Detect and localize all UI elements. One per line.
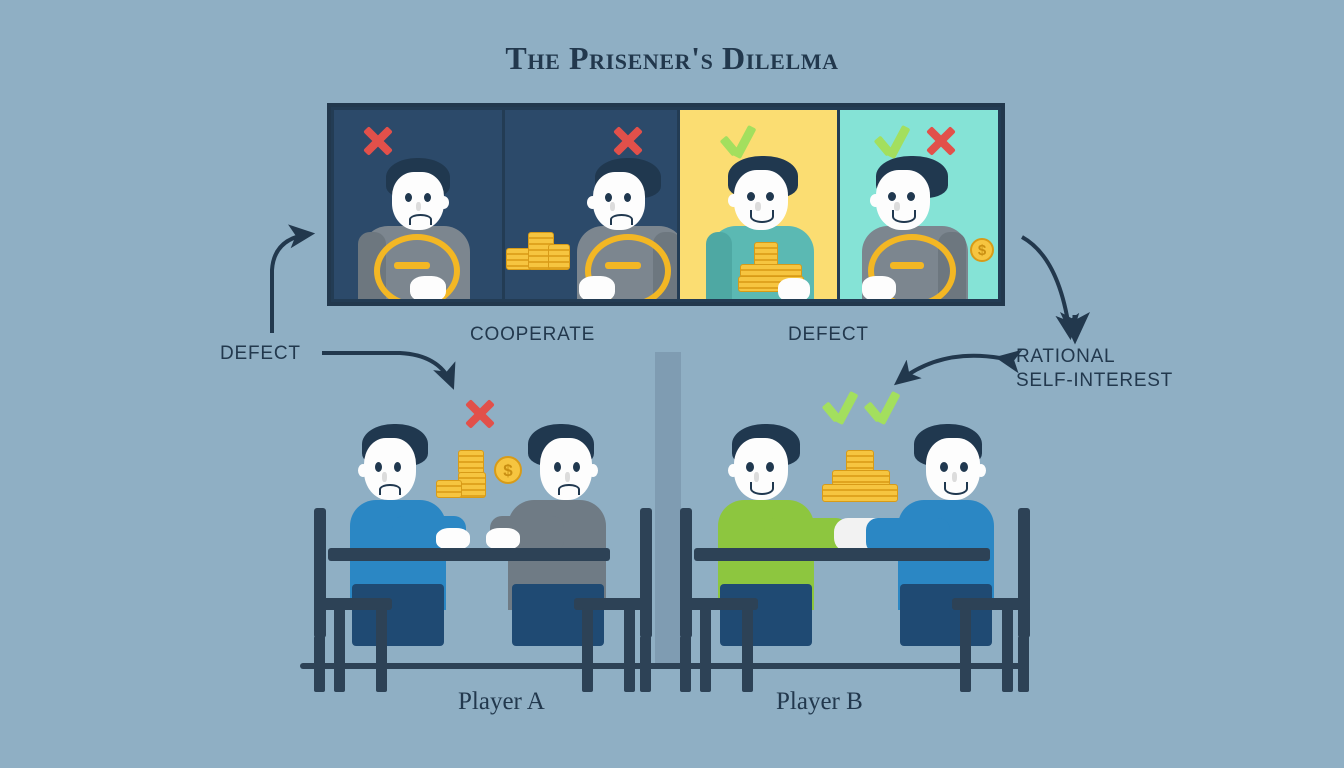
sad-prisoner-figure [352,158,482,299]
scene-defect: $ [314,380,652,692]
chair-right [952,508,1030,692]
rational-line-1: RATIONAL [1016,346,1116,367]
arrow-defect-to-panel1 [270,224,316,333]
caption-defect-right: DEFECT [788,324,869,345]
arrow-scene-cooperate-to-rational [893,349,1023,386]
coin-stack-icon [820,450,902,502]
player-a-label: Player A [458,688,545,715]
x-mark-icon [361,124,395,158]
ground-line [300,663,1025,669]
player-b-left-figure [710,424,850,646]
scene-cooperate [680,380,1030,692]
center-divider-column [655,352,681,665]
page-title: The Prisener's Dilelma [505,40,839,76]
filmstrip-panel-group: $ [327,103,1005,306]
filmstrip-panel-1 [334,110,502,299]
dollar-coin-icon: $ [494,456,522,484]
chair-left [314,508,392,692]
label-rational-self-interest: RATIONAL SELF-INTEREST [1016,345,1226,393]
dollar-coin-icon: $ [970,238,994,262]
coin-stack-icon [436,450,496,498]
player-a-left-figure [340,424,470,646]
check-mark-icon [718,124,758,160]
coin-stack-icon [505,220,570,270]
label-defect-left: DEFECT [220,343,301,364]
chair-left [680,508,758,692]
rational-line-2: SELF-INTEREST [1016,370,1173,391]
x-mark-icon [924,124,958,158]
filmstrip-panel-2 [505,110,677,299]
arrow-panel4-to-rational [1020,235,1080,341]
chair-right [574,508,652,692]
x-mark-icon [611,124,645,158]
happy-person-with-coins-figure [702,156,832,299]
sad-prisoner-figure [567,158,677,299]
caption-cooperate: COOPERATE [470,324,596,345]
filmstrip-panel-3 [680,110,837,299]
check-mark-icon [872,124,912,160]
happy-prisoner-figure [852,156,982,299]
table-top [328,548,610,561]
filmstrip-panel-4: $ [840,110,998,299]
player-b-label: Player B [776,688,863,715]
table-top [694,548,990,561]
